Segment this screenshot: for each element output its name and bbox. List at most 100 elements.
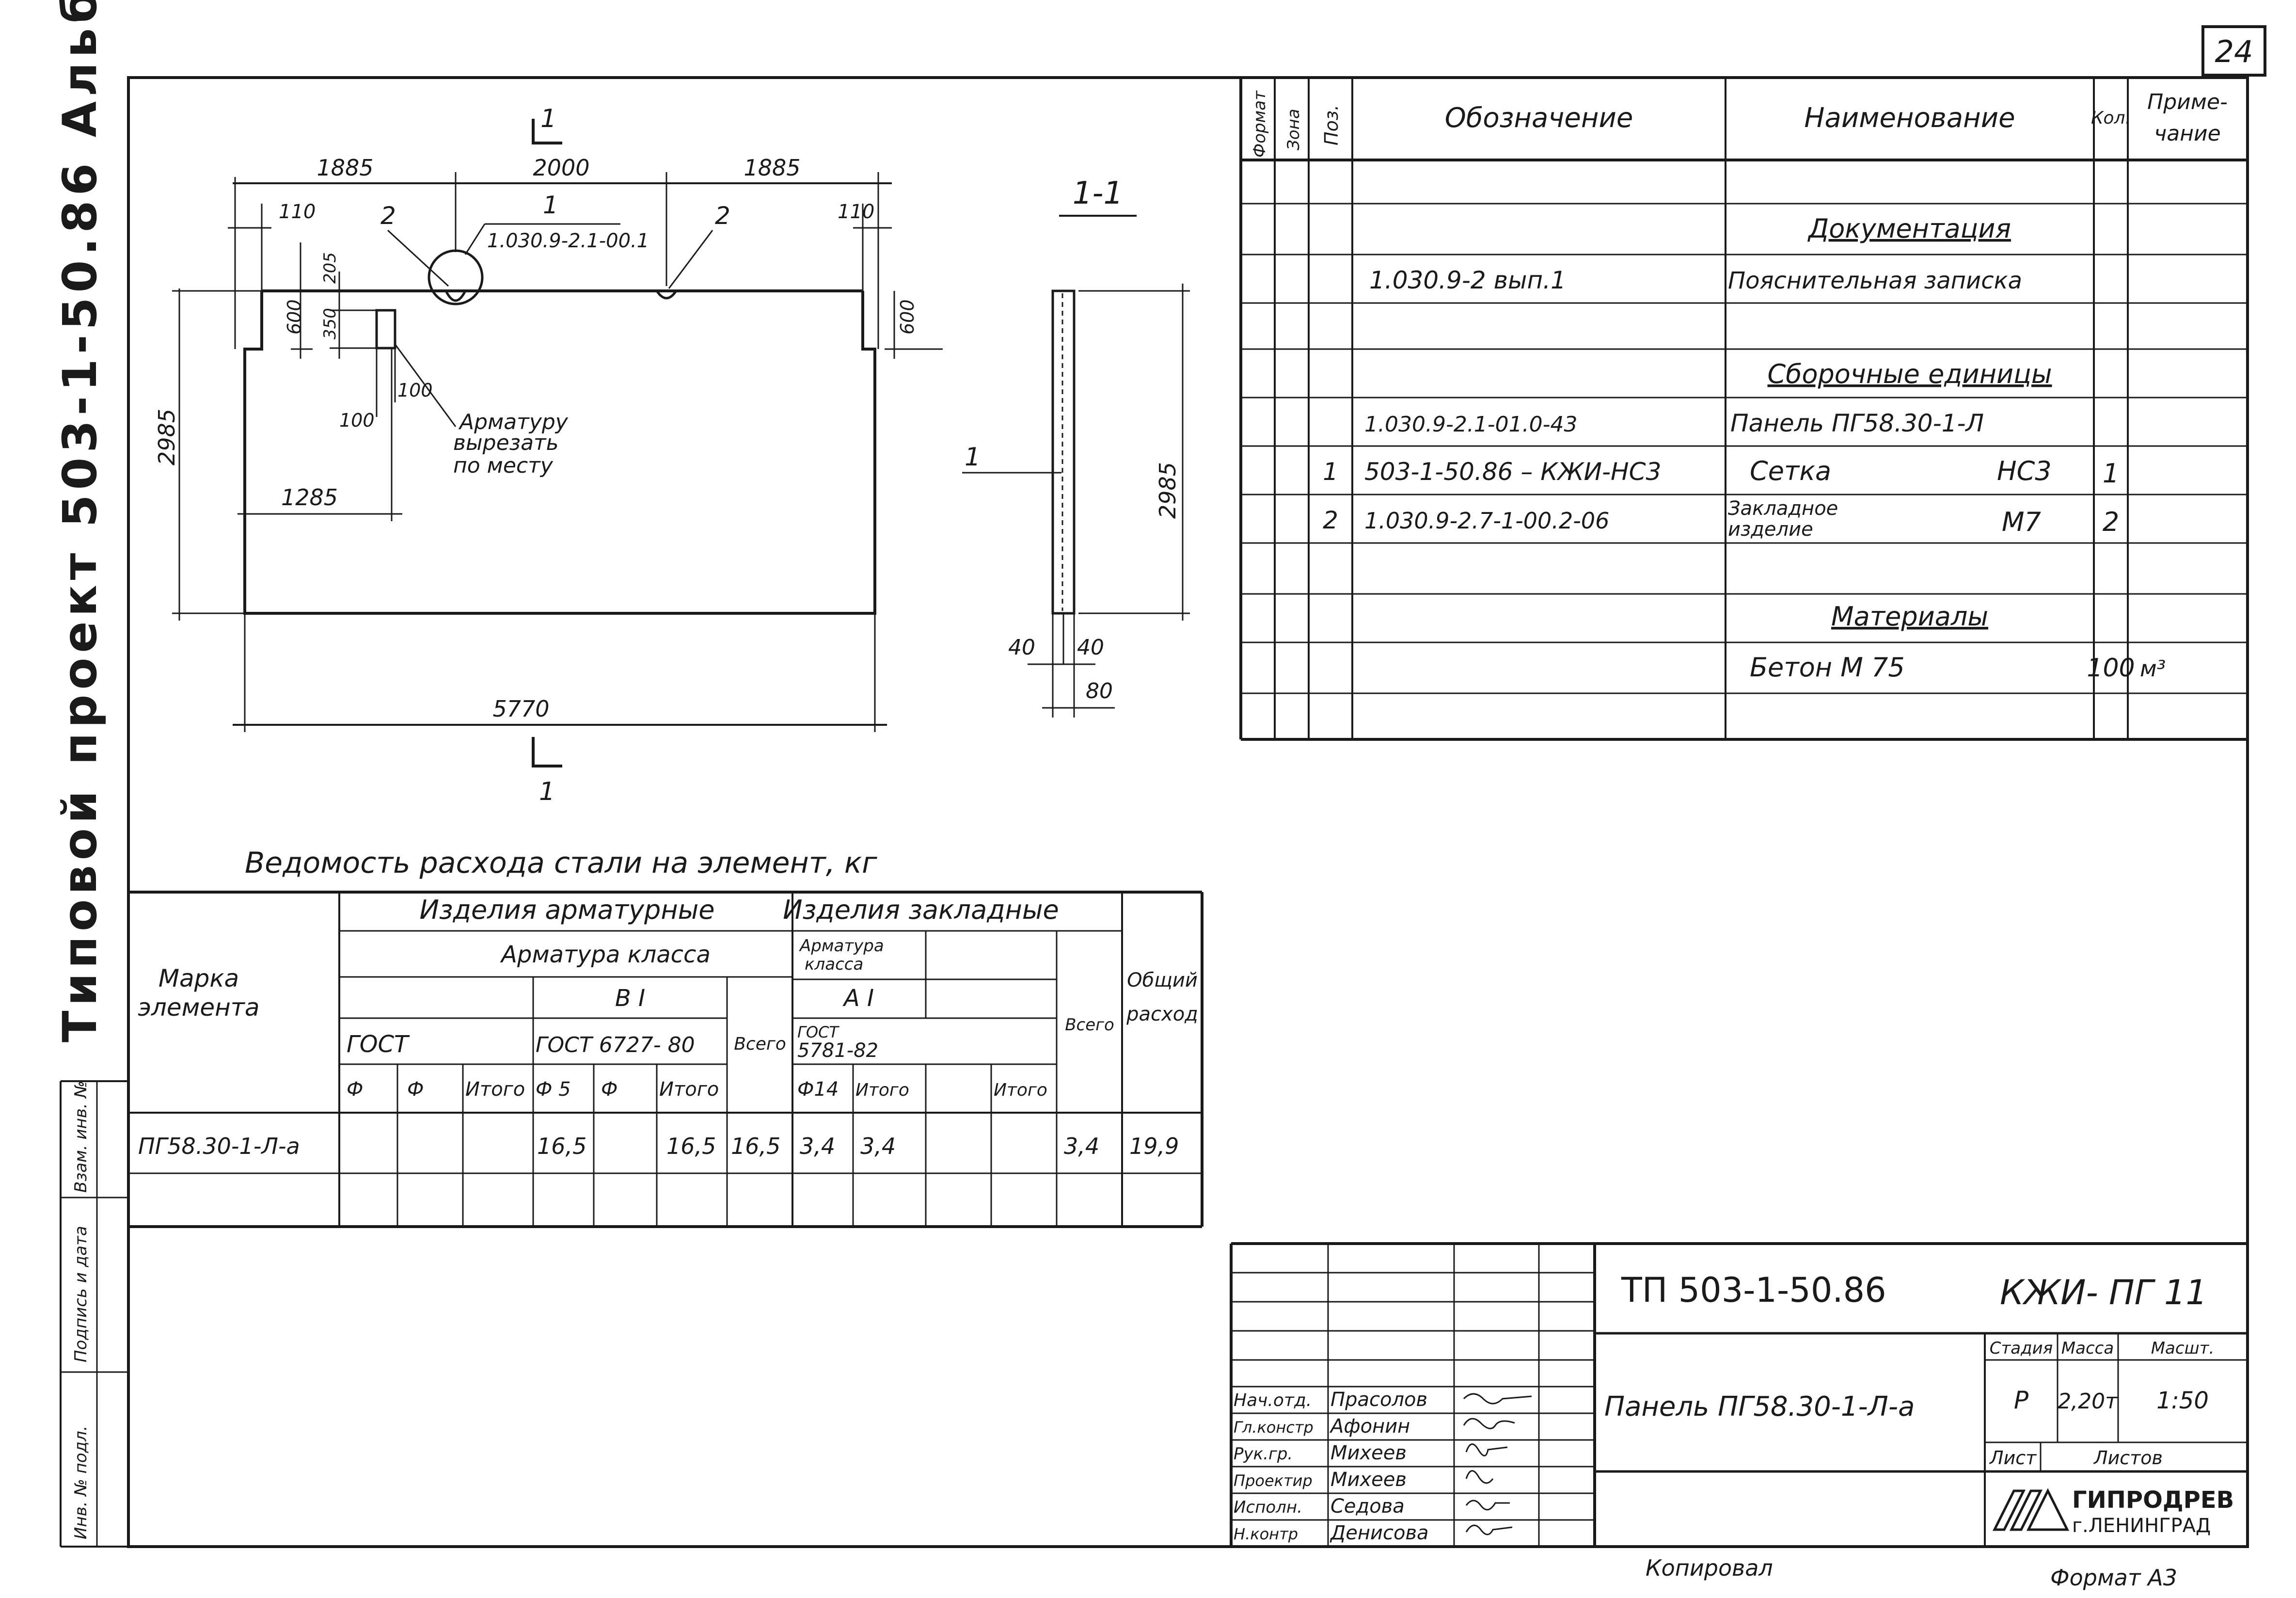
spec-section-documentation: Документация <box>1807 213 2011 244</box>
spec-row-4-name2: НС3 <box>1997 456 2052 486</box>
left-stamp: Инв. № подл. Подпись и дата Взам. инв. № <box>60 1080 128 1548</box>
spec-row-4-qty: 1 <box>2103 458 2119 489</box>
spec-h-zona: Зона <box>1284 109 1303 150</box>
steel-h-arm-klassa: Арматура класса <box>500 941 711 968</box>
tb-masshtab: 1:50 <box>2156 1387 2209 1414</box>
loop-2-right <box>655 290 678 300</box>
dim-1885-right: 1885 <box>744 155 800 181</box>
spec-h-oboznachenie: Обозначение <box>1445 102 1633 134</box>
tb-name-0: Прасолов <box>1330 1389 1427 1411</box>
tb-role-3: Проектир <box>1234 1471 1313 1490</box>
steel-h-col-f14: Ф14 <box>797 1078 839 1101</box>
spec-row-3-code: 1.030.9-2.1-01.0-43 <box>1364 412 1578 437</box>
steel-h-izd-arm: Изделия арматурные <box>420 895 715 925</box>
tb-name-3: Михеев <box>1330 1469 1407 1491</box>
tb-stadiya: Р <box>2014 1386 2029 1414</box>
pos-2-left: 2 <box>380 202 396 230</box>
tb-masshtab-h: Масшт. <box>2151 1339 2215 1358</box>
steel-h-gost: ГОСТ <box>347 1031 410 1058</box>
spec-row-5-pos: 2 <box>1323 506 1338 534</box>
steel-h-arm-z-2: класса <box>805 955 863 974</box>
steel-row-f14: 3,4 <box>800 1133 835 1159</box>
panel-drawing: 1885 2000 1885 110 110 2 1 1.030.9-2.1-0… <box>154 104 943 806</box>
signatures <box>1463 1393 1532 1535</box>
dim-1285: 1285 <box>281 484 338 511</box>
steel-h-col-f5: Ф 5 <box>536 1078 571 1101</box>
steel-h-arm-z-1: Арматура <box>799 936 884 956</box>
dim-205: 205 <box>320 252 340 284</box>
tb-name-2: Михеев <box>1330 1442 1407 1464</box>
steel-h-col-itogo4: Итого <box>994 1080 1047 1100</box>
steel-h-marka-1: Марка <box>158 964 239 992</box>
title-block: Нач.отд. Прасолов Гл.констр Афонин Рук.г… <box>1230 1242 2248 1547</box>
note-line-1: Арматуру <box>458 410 569 434</box>
spec-row-1-name: Пояснительная записка <box>1728 267 2022 294</box>
side-title: Типовой проект 503-1-50.86 Альбом 3 <box>53 0 107 1042</box>
tb-role-5: Н.контр <box>1234 1525 1298 1543</box>
specification-table: Формат Зона Поз. Обозначение Наименовани… <box>1239 78 2248 741</box>
steel-h-col-itogo3: Итого <box>855 1080 909 1100</box>
section-40-b: 40 <box>1077 635 1104 660</box>
spec-h-kol: Кол. <box>2091 108 2131 128</box>
pos-1: 1 <box>543 191 558 219</box>
panel-outline <box>243 291 876 615</box>
spec-h-naimenovanie: Наименование <box>1804 102 2015 134</box>
footer-format: Формат А3 <box>2050 1565 2177 1591</box>
spec-row-5-qty: 2 <box>2103 507 2119 537</box>
steel-h-col-itogo1: Итого <box>465 1078 525 1101</box>
section-pos: 1 <box>965 443 981 472</box>
steel-h-AI: А I <box>842 985 874 1012</box>
steel-h-col-f1: Ф <box>347 1078 363 1101</box>
section-40-a: 40 <box>1008 635 1035 660</box>
spec-row-5-name: Закладное <box>1728 497 1838 520</box>
tb-massa: 2,20т <box>2058 1389 2118 1414</box>
spec-row-4-code: 503-1-50.86 – КЖИ-НС3 <box>1364 458 1661 486</box>
steel-row-f5: 16,5 <box>537 1133 586 1159</box>
dim-350: 350 <box>320 308 340 339</box>
spec-row-1-code: 1.030.9-2 вып.1 <box>1369 266 1566 294</box>
spec-row-5-code: 1.030.9-2.7-1-00.2-06 <box>1364 508 1609 534</box>
steel-row-itogo-a: 3,4 <box>860 1133 896 1159</box>
note-line-2: вырезать <box>453 431 559 455</box>
dim-100-a: 100 <box>339 410 375 431</box>
loop-1-circle <box>428 249 484 305</box>
tb-role-4: Исполн. <box>1234 1498 1302 1517</box>
org-city: г.ЛЕНИНГРАД <box>2072 1515 2211 1537</box>
opening <box>375 309 396 350</box>
tb-role-0: Нач.отд. <box>1234 1390 1312 1410</box>
tb-sheet-code: КЖИ- ПГ 11 <box>2000 1273 2207 1312</box>
steel-h-gost6727: ГОСТ 6727- 80 <box>536 1033 695 1057</box>
stamp-podpis: Подпись и дата <box>71 1226 91 1362</box>
dim-100-b: 100 <box>397 380 433 401</box>
steel-row-itogo-b: 16,5 <box>666 1133 716 1159</box>
spec-row-7-qty: 100 <box>2087 654 2135 683</box>
tb-name: Панель ПГ58.30-1-Л-а <box>1604 1391 1915 1422</box>
main-frame <box>127 76 2249 1548</box>
spec-row-5-name-b: изделие <box>1728 518 1813 541</box>
spec-section-materials: Материалы <box>1831 601 1988 632</box>
dim-2985: 2985 <box>154 409 180 465</box>
stamp-vzam: Взам. инв. № <box>71 1081 91 1193</box>
section-drawing: 1-1 1 2985 40 40 80 <box>962 176 1190 718</box>
dim-1885-left: 1885 <box>317 155 373 181</box>
tb-code: ТП 503-1-50.86 <box>1621 1270 1886 1310</box>
spec-row-5-name2: М7 <box>2002 507 2041 537</box>
spec-h-prim-1: Приме- <box>2147 90 2228 114</box>
sheet-number: 24 <box>2215 34 2253 69</box>
steel-h-vsego-1: Всего <box>734 1034 786 1054</box>
spec-row-4-name: Сетка <box>1750 456 1831 486</box>
spec-row-3-name: Панель ПГ58.30-1-Л <box>1730 409 1984 437</box>
dim-2000: 2000 <box>533 155 589 181</box>
note-line-3: по месту <box>453 453 554 478</box>
spec-row-7-note: м³ <box>2140 655 2166 682</box>
section-title: 1-1 <box>1073 176 1124 211</box>
steel-h-gost5781-2: 5781-82 <box>797 1039 878 1062</box>
steel-h-vsego-2: Всего <box>1065 1015 1114 1035</box>
dim-110-right: 110 <box>838 201 874 223</box>
footer-copied: Копировал <box>1646 1555 1773 1581</box>
spec-row-4-pos: 1 <box>1323 458 1338 486</box>
steel-title: Ведомость расхода стали на элемент, кг <box>245 846 877 880</box>
pos-2-right: 2 <box>715 202 730 230</box>
